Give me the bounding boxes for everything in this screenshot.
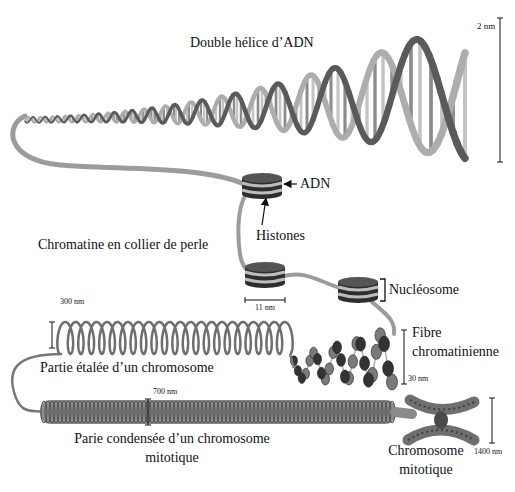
part-label: Chromosome mitotique [374, 442, 478, 480]
dna-strand [29, 117, 33, 122]
pointer-arrow [284, 183, 297, 184]
pointer-arrow [262, 198, 266, 225]
dna-linker [238, 194, 250, 272]
base-pair [306, 78, 309, 131]
dimension-line [145, 399, 151, 425]
dimension-label: 2 nm [477, 20, 495, 32]
part-label: ADN [300, 175, 330, 194]
dna-strand [461, 53, 465, 67]
nucleosome [348, 355, 357, 369]
part-label: Parie condensée d’un chromosome mitotiqu… [62, 430, 282, 468]
dimension-line [245, 297, 285, 303]
extended-chromosome [57, 322, 292, 354]
dna-strand [41, 117, 45, 122]
nucleosome [360, 356, 370, 370]
nucleosome [317, 367, 325, 379]
chromatin-loops [57, 322, 292, 354]
nucleosome [294, 366, 301, 376]
nucleosome [383, 361, 394, 377]
double-helix [25, 39, 465, 158]
mitotic-chromosome [395, 400, 474, 440]
nucleosome [356, 337, 366, 351]
nucleosome [245, 262, 285, 288]
dimension-line [497, 18, 503, 162]
bracket [380, 279, 385, 301]
dimension-label: 700 nm [153, 387, 177, 398]
dna-linker [290, 354, 294, 368]
dimension-label: 1400 nm [474, 447, 502, 458]
dimension-label: 11 nm [255, 303, 275, 314]
base-pair [418, 41, 422, 146]
base-pair [373, 58, 376, 140]
dna-strand [461, 152, 465, 158]
dimension-line [489, 398, 495, 443]
part-label: Fibre chromatinienne [412, 324, 510, 362]
nucleosome [333, 341, 342, 354]
dna-strand [41, 117, 45, 122]
chromatin-fiber [291, 328, 398, 390]
nucleosome [379, 336, 390, 352]
dna-strand [33, 117, 37, 121]
part-label: Chromatine en collier de perle [38, 236, 208, 255]
condensed-chromosome [40, 400, 396, 424]
part-label: Partie étalée d’un chromosome [40, 359, 214, 378]
part-label: Histones [256, 227, 305, 246]
dna-strand [53, 116, 57, 121]
nucleosome [337, 353, 346, 366]
base-pair [336, 69, 339, 135]
dna-strand [29, 117, 33, 122]
part-label: Nucléosome [389, 281, 459, 300]
dimension-line [49, 322, 55, 348]
dimension-line [401, 330, 407, 384]
nucleosome [242, 173, 282, 199]
nucleosome [363, 373, 373, 388]
part-label: Double hélice d’ADN [190, 34, 314, 53]
condensed-band [40, 400, 396, 424]
dna-linker [284, 274, 340, 288]
dimension-label: 300 nm [60, 297, 84, 308]
dna-linker [13, 116, 244, 184]
nucleosome [340, 370, 349, 383]
nucleosome [338, 277, 378, 303]
nucleosome [314, 353, 322, 364]
dimension-label: 30 nm [408, 374, 428, 385]
